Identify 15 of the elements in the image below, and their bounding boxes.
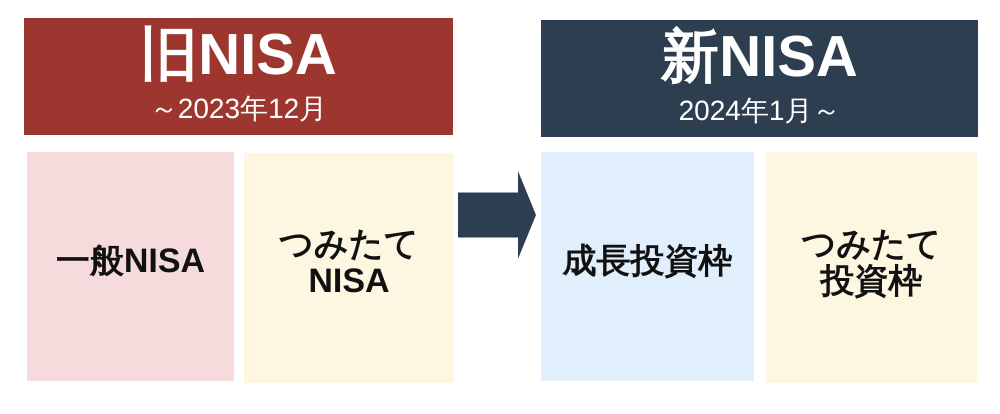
category-box xyxy=(244,153,454,383)
title-text: 旧NISA xyxy=(140,24,337,87)
category-label: つみたて投資枠 xyxy=(800,226,942,300)
period-text: 2024年1月～ xyxy=(678,94,840,127)
category-label: 一般NISA xyxy=(56,243,206,280)
category-box xyxy=(766,152,977,383)
category-label: 成長投資枠 xyxy=(562,243,732,280)
period-text: ～2023年12月 xyxy=(150,92,328,125)
category-label: つみたてNISA xyxy=(278,226,420,300)
category-box xyxy=(27,152,234,381)
arrow xyxy=(458,171,536,259)
header-band xyxy=(24,18,453,135)
header-band xyxy=(541,20,978,137)
category-box xyxy=(541,152,754,381)
title-text: 新NISA xyxy=(661,26,858,89)
